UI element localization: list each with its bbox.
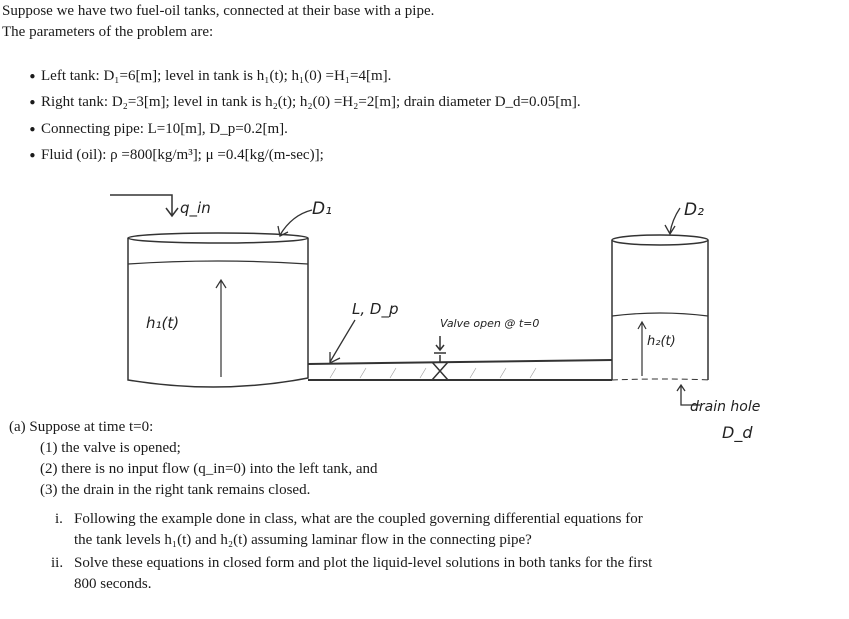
part-a-intro: (a) Suppose at time t=0:: [9, 419, 154, 435]
pipe-label: L, D_p: [352, 300, 398, 319]
param-right-tank: Right tank: D₂=3[m]; level in tank is h₂…: [41, 94, 581, 110]
bullet-icon: •: [28, 68, 37, 86]
pipe-arrow-icon: [329, 319, 356, 365]
h2-arrow-icon: [637, 320, 647, 376]
d2-arrow-icon: [664, 207, 681, 236]
inflow-arrow-icon: [110, 194, 179, 218]
condition-2: (2) there is no input flow (q_in=0) into…: [40, 461, 378, 477]
bullet-icon: •: [28, 94, 37, 112]
h2-label: h₂(t): [647, 334, 676, 349]
d2-label: D₂: [684, 200, 704, 220]
intro-line-1: Suppose we have two fuel-oil tanks, conn…: [2, 3, 435, 19]
param-left-tank: Left tank: D₁=6[m]; level in tank is h₁(…: [41, 68, 392, 84]
q-in-label: q_in: [180, 199, 211, 218]
h1-label: h₁(t): [146, 314, 179, 332]
question-ii-number: ii.: [51, 555, 64, 571]
pipe-top: [307, 359, 613, 365]
right-tank-level: [611, 312, 709, 317]
intro-line-2: The parameters of the problem are:: [2, 24, 214, 40]
left-tank-body: [127, 238, 309, 388]
d1-arrow-icon: [277, 209, 313, 237]
param-fluid: Fluid (oil): ρ =800[kg/m³]; μ =0.4[kg/(m…: [41, 147, 324, 163]
right-tank-top: [611, 234, 709, 246]
question-i-number: i.: [55, 511, 63, 527]
drain-label: drain hole: [690, 399, 760, 415]
bullet-icon: •: [28, 121, 37, 139]
question-ii-line-1: Solve these equations in closed form and…: [74, 555, 653, 571]
drain-arrow-icon: [676, 383, 700, 406]
valve-label: Valve open @ t=0: [440, 317, 539, 330]
param-pipe: Connecting pipe: L=10[m], D_p=0.2[m].: [41, 121, 288, 137]
right-tank-body: [611, 240, 709, 380]
condition-3: (3) the drain in the right tank remains …: [40, 482, 311, 498]
condition-1: (1) the valve is opened;: [40, 440, 181, 456]
question-ii-line-2: 800 seconds.: [74, 576, 152, 592]
question-i-line-1: Following the example done in class, wha…: [74, 511, 643, 527]
dd-label: D_d: [722, 423, 753, 443]
question-i-line-2: the tank levels h₁(t) and h₂(t) assuming…: [74, 532, 532, 548]
bullet-icon: •: [28, 147, 37, 165]
d1-label: D₁: [312, 199, 332, 219]
left-tank-level: [127, 260, 309, 265]
valve-icon: [431, 336, 449, 381]
h1-arrow-icon: [215, 278, 227, 377]
